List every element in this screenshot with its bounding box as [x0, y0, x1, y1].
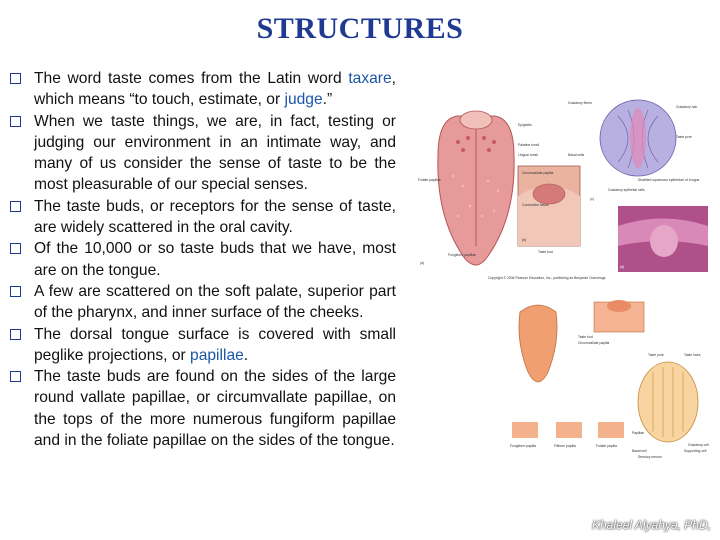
bullet-item: The taste buds are found on the sides of… [8, 366, 396, 451]
label-supporting-cell: Supporting cell [684, 449, 707, 453]
bullet-item: The dorsal tongue surface is covered wit… [8, 324, 396, 367]
bullet-item: The taste buds, or receptors for the sen… [8, 196, 396, 239]
author-credit: Khaleel Alyahya, PhD, [592, 518, 711, 532]
label-circumvallate-bottom: Circumvallate papilla [578, 341, 609, 345]
label-lingual-tonsil: Lingual tonsil [518, 153, 538, 157]
taste-bud-diagram: Taste bud Circumvallate papilla Taste po… [510, 300, 709, 459]
label-stratified-epithelium: Stratified squamous epithelium of tongue [638, 178, 700, 182]
label-panel-d: (d) [620, 265, 624, 269]
bullet-item: A few are scattered on the soft palate, … [8, 281, 396, 324]
bullet-item: Of the 10,000 or so taste buds that we h… [8, 238, 396, 281]
highlight-term-judge: judge [284, 91, 323, 109]
label-palatine-tonsil: Palatine tonsil [518, 143, 539, 147]
label-foliate-papillae: Foliate papillae [418, 178, 441, 182]
slide-title: STRUCTURES [256, 12, 464, 45]
bullet-item: The word taste comes from the Latin word… [8, 68, 396, 111]
label-basal-cell: Basal cell [632, 449, 647, 453]
label-basal-cells: Basal cells [568, 153, 585, 157]
checkbox-bullet-icon [10, 328, 21, 340]
label-fungiform-bottom: Fungiform papilla [510, 444, 536, 448]
copyright-text: Copyright © 2006 Pearson Education, Inc.… [488, 276, 606, 280]
label-circumvallate-papilla: Circumvallate papilla [522, 171, 553, 175]
label-gustatory-fibers: Gustatory fibers [568, 101, 592, 105]
checkbox-bullet-icon [10, 73, 21, 84]
checkbox-bullet-icon [10, 243, 21, 255]
label-gustatory-hair: Gustatory hair [676, 105, 698, 109]
label-papillae: Papillae [632, 431, 644, 435]
label-foliate-bottom: Foliate papilla [596, 444, 617, 448]
label-panel-c: (c) [590, 197, 594, 201]
checkbox-bullet-icon [10, 115, 21, 127]
label-epiglottis: Epiglottis [518, 123, 532, 127]
label-taste-hairs: Taste hairs [684, 353, 701, 357]
label-fungiform-papillae: Fungiform papillae [448, 253, 476, 257]
checkbox-bullet-icon [10, 371, 21, 383]
label-connective-tissue: Connective tissue [522, 203, 549, 207]
tongue-illustration-small [518, 304, 558, 383]
label-taste-bud-bottom: Taste bud [578, 335, 593, 339]
label-taste-pore-bottom: Taste pore [648, 353, 664, 357]
tongue-anatomy-figure: Epiglottis Palatine tonsil Lingual tonsi… [418, 99, 708, 280]
label-gustatory-cell: Gustatory cell [688, 443, 709, 447]
bullet-list: The word taste comes from the Latin word… [8, 68, 396, 451]
label-panel-b: (b) [522, 238, 526, 242]
bullet-item: When we taste things, we are, in fact, t… [8, 111, 396, 196]
label-taste-pore: Taste pore [676, 135, 692, 139]
highlight-term-papillae: papillae [190, 346, 244, 364]
label-gustatory-epithelial: Gustatory epithelial cells [608, 188, 645, 192]
highlight-term-taxare: taxare [348, 70, 392, 87]
label-sensory-neuron: Sensory neuron [638, 455, 662, 459]
label-filiform-bottom: Filiform papilla [554, 444, 576, 448]
label-panel-a: (a) [420, 261, 424, 265]
checkbox-bullet-icon [10, 285, 21, 297]
label-taste-bud: Taste bud [538, 250, 553, 254]
checkbox-bullet-icon [10, 200, 21, 212]
